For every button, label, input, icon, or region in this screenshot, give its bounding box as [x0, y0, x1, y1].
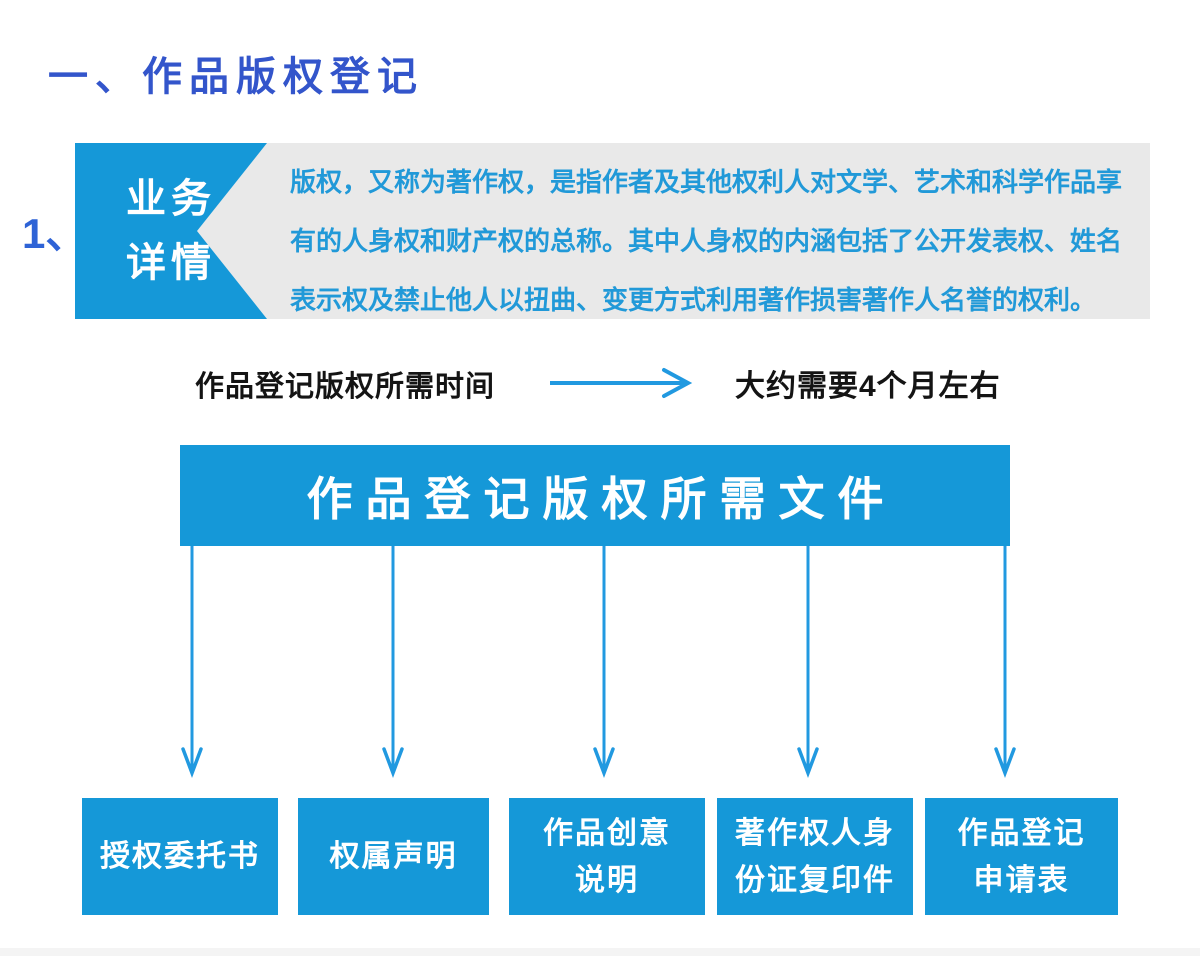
document-box-application-form: 作品登记 申请表 — [925, 798, 1118, 915]
documents-banner: 作品登记版权所需文件 — [180, 445, 1010, 546]
right-arrow-icon — [550, 368, 693, 398]
business-description-line: 有的人身权和财产权的总称。其中人身权的内涵包括了公开发表权、姓名 — [290, 226, 1123, 256]
business-detail-panel: 版权，又称为著作权，是指作者及其他权利人对文学、艺术和科学作品享 有的人身权和财… — [197, 143, 1150, 319]
down-arrow-icon — [181, 546, 203, 778]
document-box-label: 权属声明 — [329, 840, 458, 873]
down-arrow-icon — [593, 546, 615, 778]
bottom-strip — [0, 948, 1200, 956]
document-box-label: 著作权人身 份证复印件 — [735, 816, 895, 897]
registration-time-value: 大约需要4个月左右 — [735, 370, 1001, 403]
document-box-creative-description: 作品创意 说明 — [509, 798, 705, 915]
document-box-authorization-letter: 授权委托书 — [82, 798, 278, 915]
down-arrow-icon — [797, 546, 819, 778]
registration-time-label: 作品登记版权所需时间 — [195, 371, 496, 403]
page-title: 一、作品版权登记 — [48, 55, 424, 99]
document-box-id-copy: 著作权人身 份证复印件 — [717, 798, 913, 915]
business-detail-tab-label: 业务 详情 — [126, 177, 216, 285]
document-box-label: 作品创意 说明 — [543, 816, 671, 897]
business-description-line: 表示权及禁止他人以扭曲、变更方式利用著作损害著作人名誉的权利。 — [290, 285, 1097, 315]
document-box-label: 作品登记 申请表 — [957, 816, 1086, 897]
business-description-line: 版权，又称为著作权，是指作者及其他权利人对文学、艺术和科学作品享 — [290, 167, 1123, 197]
documents-banner-label: 作品登记版权所需文件 — [306, 472, 897, 525]
down-arrow-icon — [994, 546, 1016, 778]
document-box-ownership-statement: 权属声明 — [298, 798, 489, 915]
down-arrow-icon — [382, 546, 404, 778]
document-box-label: 授权委托书 — [100, 840, 260, 873]
